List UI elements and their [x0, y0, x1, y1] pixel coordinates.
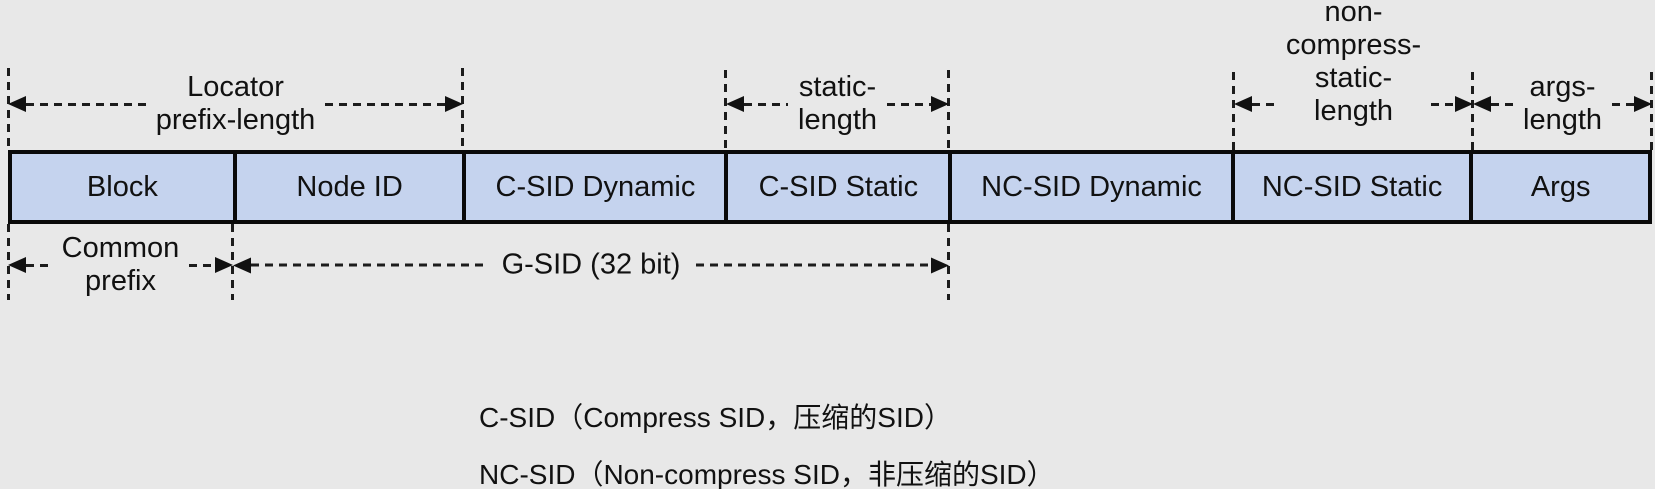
field-c-sid-dynamic: C-SID Dynamic	[466, 154, 729, 220]
dashed-arrow-line	[251, 263, 486, 267]
dashed-arrow-line	[1252, 102, 1276, 106]
dashed-guide-line	[1232, 72, 1235, 150]
field-label: C-SID Static	[758, 170, 919, 203]
dashed-arrow-line	[325, 102, 445, 106]
dashed-guide-line	[724, 70, 727, 150]
legend-line-nc-sid: NC-SID（Non-compress SID，非压缩的SID）	[479, 459, 1055, 489]
arrow-right-icon	[445, 96, 463, 112]
locator-prefix-length-annotation: Locator prefix-length	[8, 71, 463, 137]
arrow-right-icon	[931, 96, 950, 112]
dashed-arrow-line	[1612, 102, 1635, 106]
locator-prefix-length-label: Locator prefix-length	[155, 71, 316, 136]
field-band: Block Node ID C-SID Dynamic C-SID Static…	[8, 150, 1652, 224]
field-node-id: Node ID	[237, 154, 467, 220]
static-length-label: static- length	[798, 71, 878, 136]
field-nc-sid-dynamic: NC-SID Dynamic	[952, 154, 1235, 220]
non-compress-static-length-annotation: non- compress- static- length	[1234, 0, 1474, 170]
dashed-arrow-line	[26, 102, 146, 106]
dashed-arrow-line	[696, 263, 931, 267]
arrow-left-icon	[8, 257, 26, 273]
arrow-right-icon	[931, 257, 949, 273]
arrow-left-icon	[8, 96, 26, 112]
g-sid-label: G-SID (32 bit)	[501, 248, 681, 281]
arrow-right-icon	[1455, 96, 1474, 112]
args-length-annotation: args- length	[1473, 71, 1653, 137]
common-prefix-annotation: Common prefix	[8, 232, 233, 298]
non-compress-static-length-label: non- compress- static- length	[1285, 0, 1422, 127]
dashed-arrow-line	[887, 102, 932, 106]
dashed-arrow-line	[26, 263, 52, 267]
g-sid-annotation: G-SID (32 bit)	[233, 249, 949, 282]
arrow-left-icon	[233, 257, 251, 273]
field-label: Node ID	[296, 170, 403, 203]
field-label: Block	[86, 170, 158, 203]
dashed-arrow-line	[1431, 102, 1456, 106]
field-label: NC-SID Static	[1261, 170, 1443, 203]
arrow-right-icon	[215, 257, 233, 273]
field-label: C-SID Dynamic	[495, 170, 696, 203]
field-c-sid-static: C-SID Static	[728, 154, 953, 220]
legend-line-c-sid: C-SID（Compress SID，压缩的SID）	[479, 402, 952, 433]
static-length-annotation: static- length	[726, 71, 950, 137]
arrow-left-icon	[1234, 96, 1252, 112]
field-args: Args	[1473, 154, 1648, 220]
args-length-label: args- length	[1523, 71, 1603, 136]
dashed-arrow-line	[1491, 102, 1513, 106]
field-label: Args	[1530, 170, 1591, 203]
field-label: NC-SID Dynamic	[981, 170, 1202, 203]
field-block: Block	[12, 154, 237, 220]
arrow-left-icon	[726, 96, 744, 112]
dashed-arrow-line	[744, 102, 788, 106]
field-nc-sid-static: NC-SID Static	[1235, 154, 1474, 220]
dashed-arrow-line	[189, 263, 215, 267]
common-prefix-label: Common prefix	[61, 232, 180, 297]
arrow-left-icon	[1473, 96, 1491, 112]
arrow-right-icon	[1634, 96, 1653, 112]
